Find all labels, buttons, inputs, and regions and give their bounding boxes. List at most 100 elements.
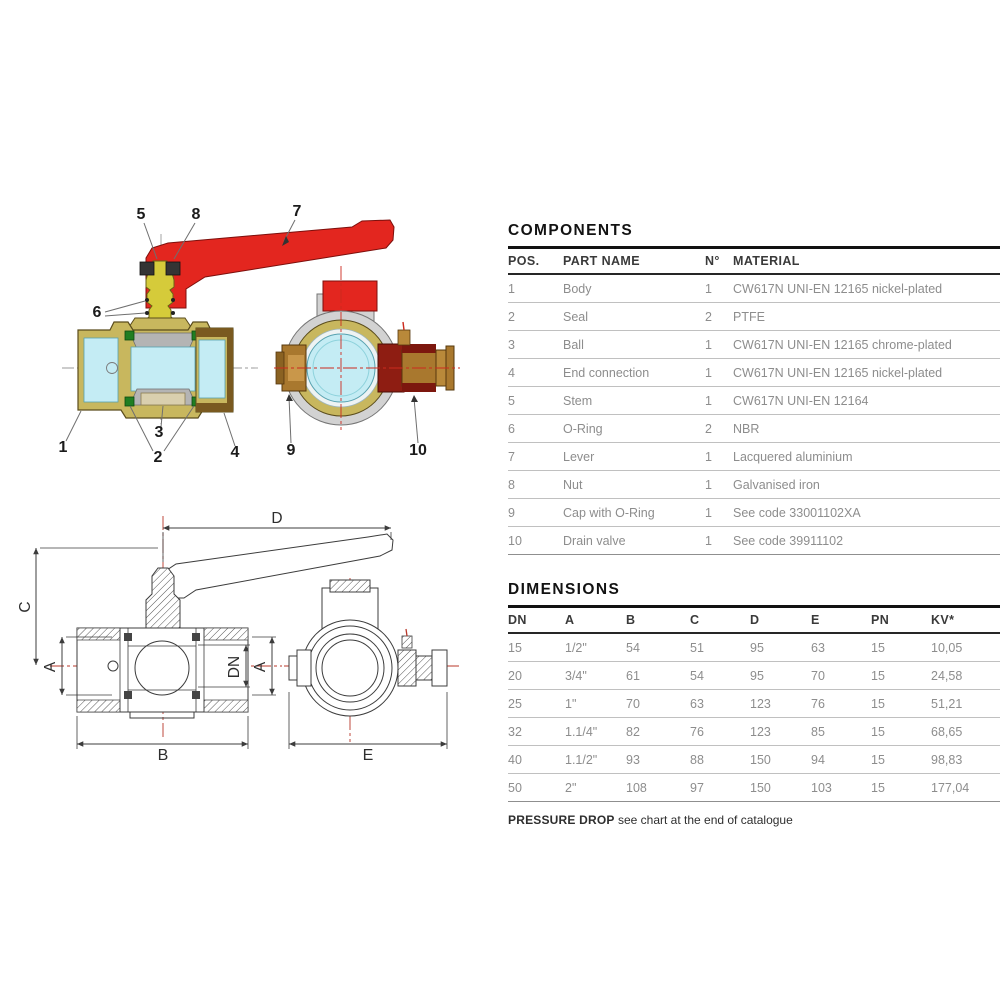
lever (145, 219, 395, 309)
table-cell: 51,21 (931, 689, 1000, 718)
dim-label-e: E (363, 747, 374, 764)
table-cell: 1 (705, 358, 733, 387)
table-cell: Nut (563, 470, 705, 499)
dimensions-header-row: DN A B C D E PN KV* (508, 608, 1000, 634)
table-cell: 76 (811, 689, 871, 718)
end-view (274, 266, 460, 430)
col-header-part-name: PART NAME (563, 249, 705, 275)
table-cell: 25 (508, 689, 565, 718)
table-cell: 1 (705, 274, 733, 303)
table-cell: 24,58 (931, 661, 1000, 690)
table-cell: 150 (750, 745, 811, 774)
table-cell: O-Ring (563, 414, 705, 443)
table-cell: 123 (750, 717, 811, 746)
table-cell: 94 (811, 745, 871, 774)
table-cell: 5 (508, 386, 563, 415)
table-cell: 82 (626, 717, 690, 746)
table-cell: 93 (626, 745, 690, 774)
components-header-row: POS. PART NAME N° MATERIAL (508, 249, 1000, 275)
table-cell: 15 (871, 717, 931, 746)
table-cell: 2 (705, 302, 733, 331)
table-cell: Body (563, 274, 705, 303)
table-cell: 3/4" (565, 661, 626, 690)
seal-sections (124, 633, 200, 699)
nut (139, 261, 181, 276)
table-cell: 10 (508, 526, 563, 555)
dimensions-title: DIMENSIONS (508, 581, 1000, 608)
table-cell: 32 (508, 717, 565, 746)
table-cell: CW617N UNI-EN 12165 chrome-plated (733, 330, 1000, 359)
table-cell: See code 39911102 (733, 526, 1000, 555)
callout-3: 3 (155, 424, 164, 441)
callout-4: 4 (231, 444, 240, 461)
col-header-b: B (626, 608, 690, 634)
col-header-material: MATERIAL (733, 249, 1000, 275)
dim-label-a-right: A (252, 661, 269, 672)
table-cell: 9 (508, 498, 563, 527)
valve-cross-section-diagram: 1 2 3 4 5 6 7 8 9 10 (59, 203, 460, 466)
body-outline (76, 627, 249, 719)
table-cell: 123 (750, 689, 811, 718)
table-cell: 98,83 (931, 745, 1000, 774)
table-cell: 2 (705, 414, 733, 443)
crosshair-centerlines (274, 266, 460, 430)
table-cell: 1 (705, 330, 733, 359)
table-cell: 3 (508, 330, 563, 359)
callout-2: 2 (154, 449, 163, 466)
col-header-c: C (690, 608, 750, 634)
table-cell: 1 (705, 498, 733, 527)
table-cell: 15 (871, 633, 931, 662)
table-cell: Ball (563, 330, 705, 359)
table-cell: 1 (508, 274, 563, 303)
table-cell: NBR (733, 414, 1000, 443)
table-cell: 70 (811, 661, 871, 690)
o-rings (145, 298, 175, 315)
dim-label-a-left: A (42, 661, 59, 672)
table-cell: 2" (565, 773, 626, 802)
lever-grip (322, 280, 378, 312)
table-cell: 103 (811, 773, 871, 802)
table-cell: CW617N UNI-EN 12165 nickel-plated (733, 274, 1000, 303)
stem (142, 260, 178, 331)
table-cell: 61 (626, 661, 690, 690)
pressure-drop-note: PRESSURE DROP see chart at the end of ca… (508, 813, 1000, 827)
table-cell: 20 (508, 661, 565, 690)
valve-dimension-drawing: D C A DN A B E (17, 510, 462, 764)
col-header-qty: N° (705, 249, 733, 275)
callout-6: 6 (93, 304, 102, 321)
col-header-kv: KV* (931, 608, 1000, 634)
table-cell: 10,05 (931, 633, 1000, 662)
table-cell: 7 (508, 442, 563, 471)
table-cell: Cap with O-Ring (563, 498, 705, 527)
table-cell: Seal (563, 302, 705, 331)
table-cell: Drain valve (563, 526, 705, 555)
ball (129, 332, 197, 406)
table-cell: 2 (508, 302, 563, 331)
ball-outline (134, 640, 190, 696)
table-cell: 1/2" (565, 633, 626, 662)
callout-10: 10 (409, 442, 427, 459)
table-cell: 63 (811, 633, 871, 662)
table-cell: 70 (626, 689, 690, 718)
table-cell: 68,65 (931, 717, 1000, 746)
lever-outline (145, 533, 394, 629)
pressure-drop-label: PRESSURE DROP (508, 813, 615, 827)
callout-5: 5 (137, 206, 146, 223)
dim-label-dn: DN (226, 656, 243, 678)
table-cell: 85 (811, 717, 871, 746)
drain-outline (397, 628, 448, 687)
dim-label-c: C (17, 601, 34, 612)
components-title: COMPONENTS (508, 222, 1000, 249)
table-cell: 40 (508, 745, 565, 774)
col-header-pn: PN (871, 608, 931, 634)
